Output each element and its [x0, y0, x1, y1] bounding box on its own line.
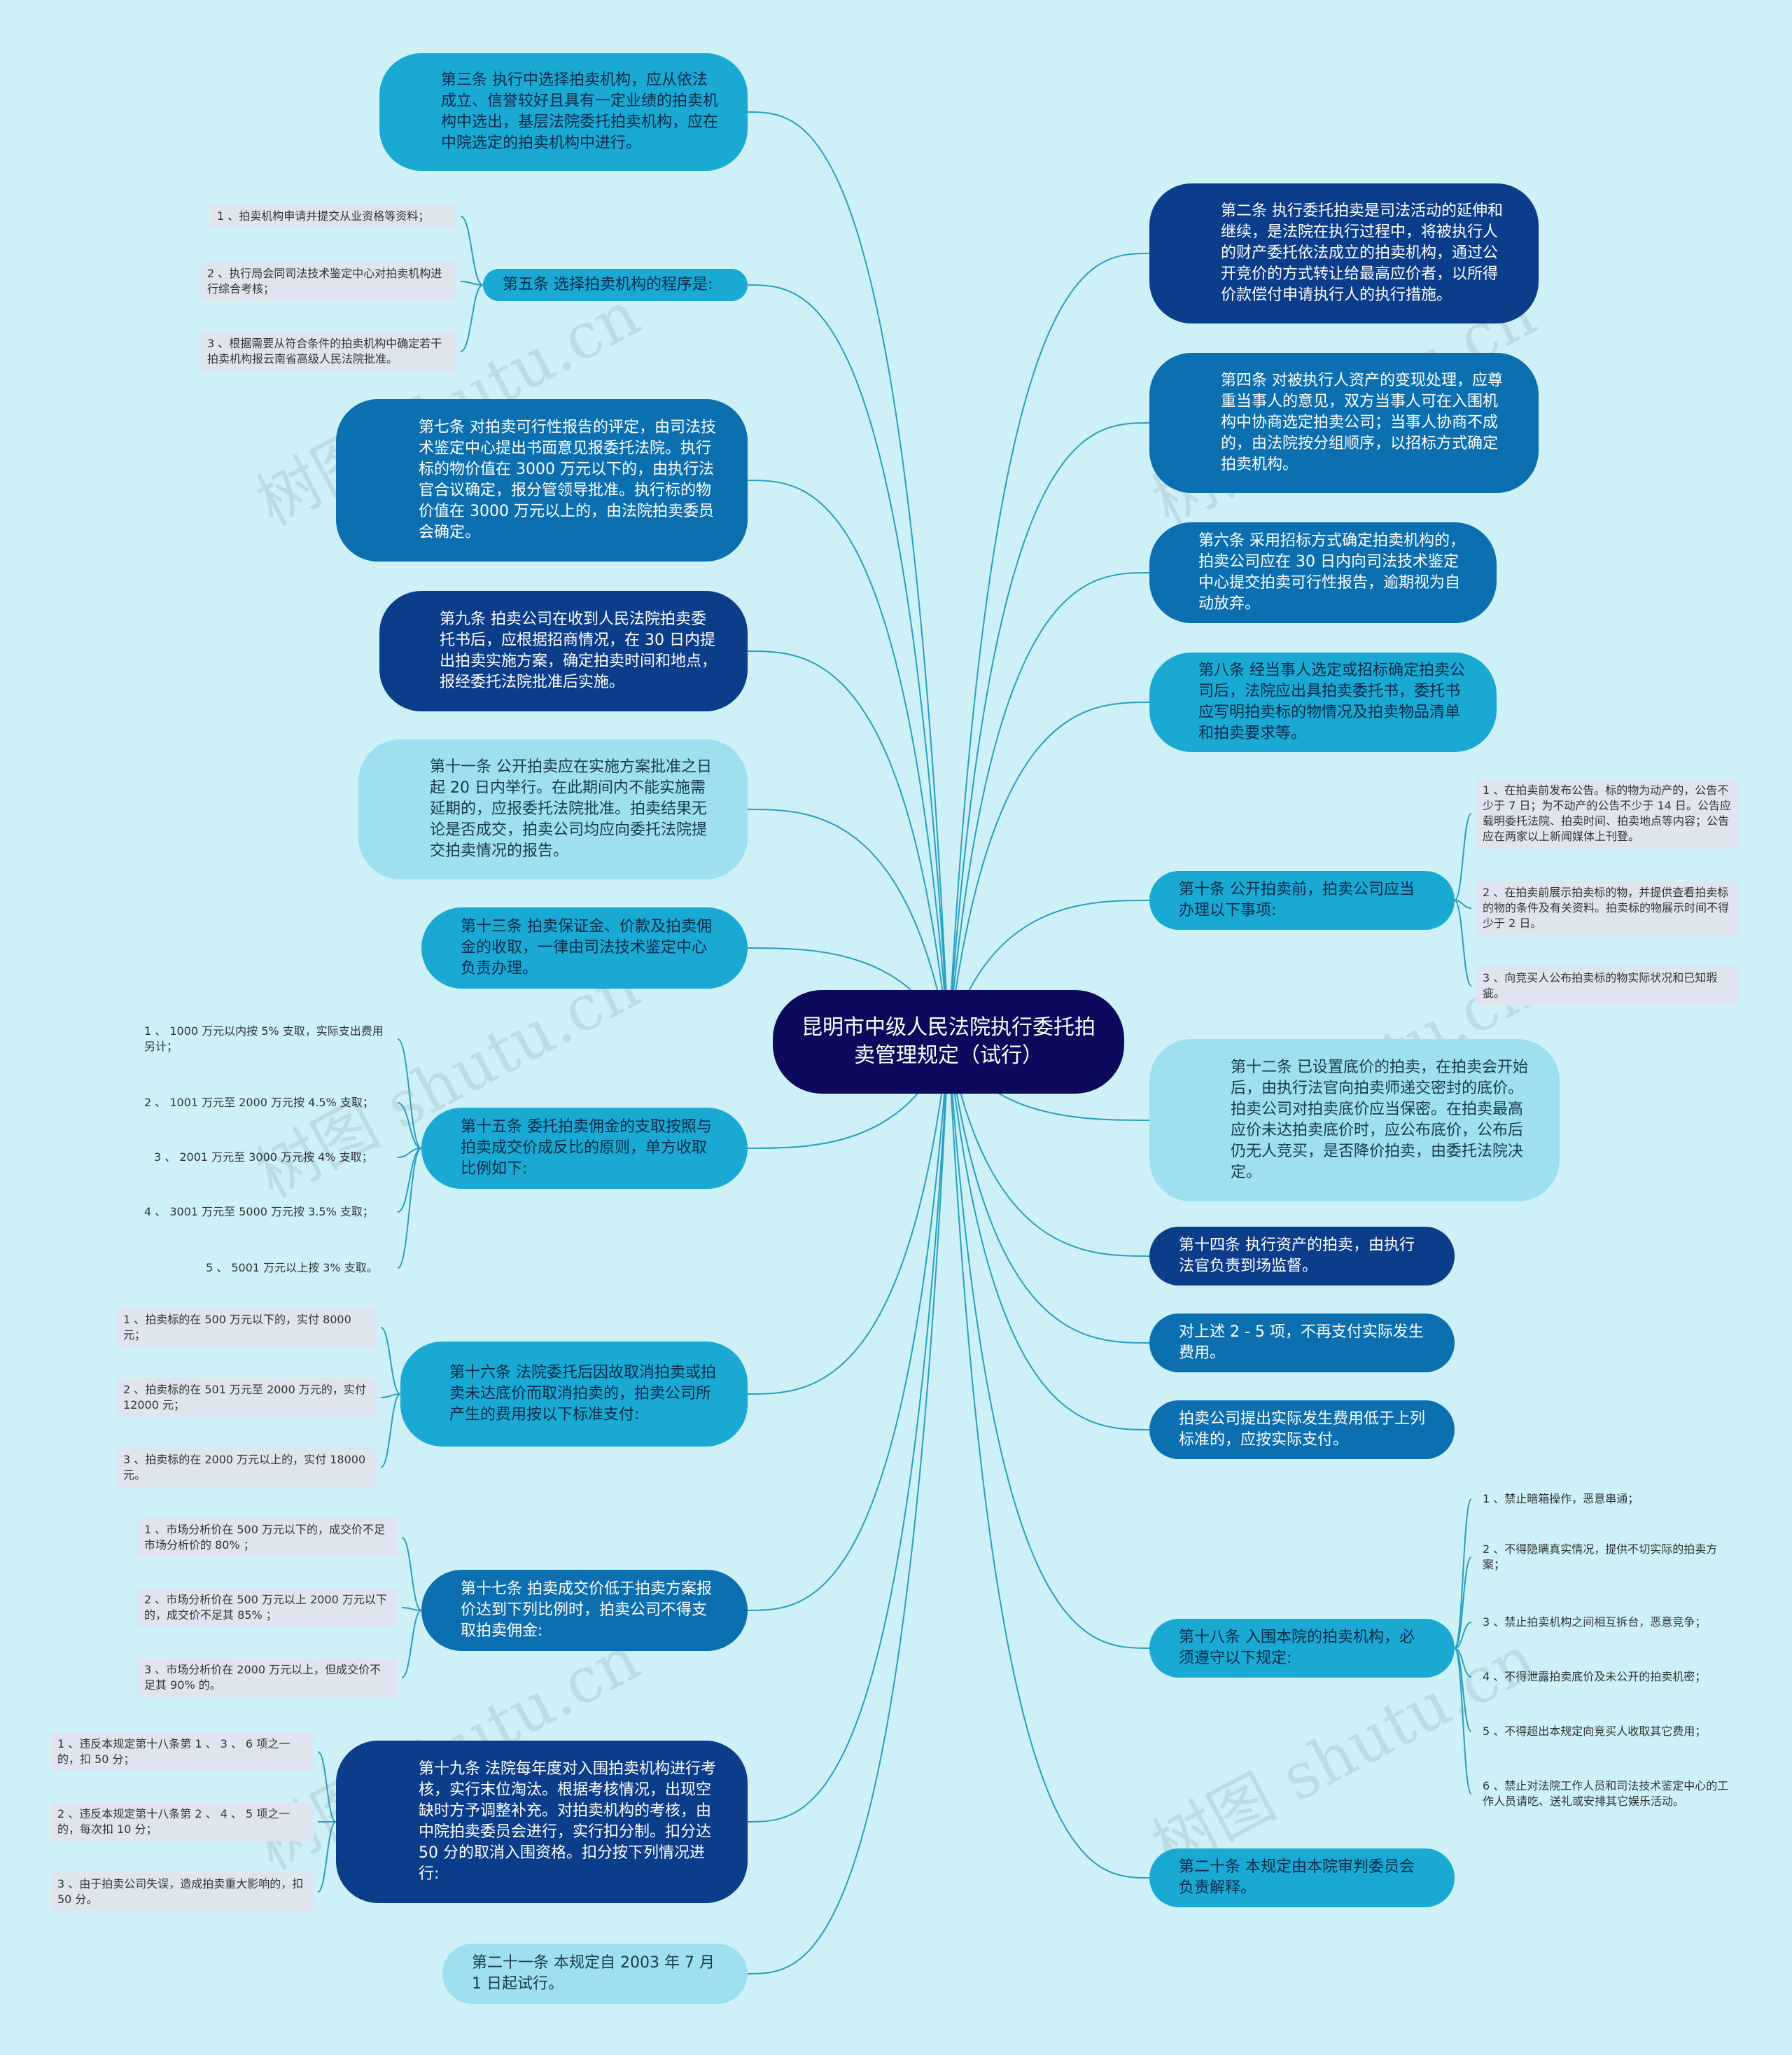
bracket-line: [401, 1610, 422, 1678]
connector-line: [948, 1041, 1150, 1879]
root-topic[interactable]: 昆明市中级人民法院执行委托拍卖管理规定（试行）: [773, 990, 1124, 1094]
subtopic-item[interactable]: 2 、市场分析价在 500 万元以上 2000 万元以下的，成交价不足其 85%…: [137, 1588, 398, 1627]
subtopic-item[interactable]: 1 、违反本规定第十八条第 1 、 3 、 6 项之一的，扣 50 分；: [50, 1732, 314, 1771]
topic-article-11[interactable]: 第十一条 公开拍卖应在实施方案批准之日起 20 日内举行。在此期间内不能实施需延…: [358, 739, 748, 879]
topic-article-10[interactable]: 第十条 公开拍卖前，拍卖公司应当办理以下事项:: [1149, 871, 1455, 930]
topic-article-21[interactable]: 第二十一条 本规定自 2003 年 7 月 1 日起试行。: [442, 1944, 748, 2004]
bracket-line: [380, 1327, 401, 1395]
subtopic-item[interactable]: 1 、拍卖机构申请并提交从业资格等资料；: [210, 204, 456, 228]
subtopic-item[interactable]: 3 、市场分析价在 2000 万元以上，但成交价不足其 90% 的。: [137, 1658, 398, 1697]
bracket-line: [1454, 1498, 1472, 1649]
topic-article-4[interactable]: 第四条 对被执行人资产的变现处理，应尊重当事人的意见，双方当事人可在入围机构中协…: [1149, 353, 1539, 493]
topic-article-7[interactable]: 第七条 对拍卖可行性报告的评定，由司法技术鉴定中心提出书面意见报委托法院。执行标…: [336, 399, 748, 562]
connector-line: [747, 480, 949, 1043]
bracket-line: [1454, 900, 1472, 987]
topic-no-extra-fees[interactable]: 对上述 2 - 5 项，不再支付实际发生费用。: [1149, 1314, 1455, 1372]
subtopic-item[interactable]: 4 、不得泄露拍卖底价及未公开的拍卖机密；: [1483, 1670, 1707, 1683]
topic-article-5[interactable]: 第五条 选择拍卖机构的程序是:: [483, 269, 748, 301]
subtopic-item[interactable]: 2 、拍卖标的在 501 万元至 2000 万元的，实付 12000 元；: [116, 1378, 377, 1417]
subtopic-item[interactable]: 1 、禁止暗箱操作，恶意串通；: [1483, 1492, 1639, 1505]
subtopic-item[interactable]: 3 、拍卖标的在 2000 万元以上的，实付 18000 元。: [116, 1448, 377, 1487]
bracket-line: [401, 1607, 422, 1611]
topic-article-2[interactable]: 第二条 执行委托拍卖是司法活动的延伸和继续，是法院在执行过程中，将被执行人的财产…: [1149, 183, 1539, 323]
topic-article-12[interactable]: 第十二条 已设置底价的拍卖，在拍卖会开始后，由执行法官向拍卖师递交密封的底价。拍…: [1149, 1039, 1560, 1201]
bracket-line: [317, 1821, 337, 1893]
connector-line: [948, 702, 1150, 1043]
bracket-line: [380, 1393, 401, 1398]
subtopic-item[interactable]: 2 、执行局会同司法技术鉴定中心对拍卖机构进行综合考核；: [200, 262, 456, 301]
bracket-line: [397, 1038, 422, 1149]
topic-article-16[interactable]: 第十六条 法院委托后因故取消拍卖或拍卖未达底价而取消拍卖的，拍卖公司所产生的费用…: [400, 1342, 748, 1447]
connector-line: [948, 1041, 1150, 1257]
subtopic-item[interactable]: 2 、在拍卖前展示拍卖标的物，并提供查看拍卖标的物的条件及有关资料。拍卖标的物展…: [1476, 881, 1739, 935]
bracket-line: [380, 1393, 401, 1468]
topic-article-14[interactable]: 第十四条 执行资产的拍卖，由执行法官负责到场监督。: [1149, 1227, 1455, 1286]
topic-article-19[interactable]: 第十九条 法院每年度对入围拍卖机构进行考核，实行末位淘汰。根据考核情况，出现空缺…: [336, 1741, 748, 1903]
bracket-line: [397, 1148, 422, 1158]
bracket-line: [1454, 1648, 1472, 1795]
bracket-line: [1454, 1622, 1472, 1649]
subtopic-item[interactable]: 2 、不得隐瞒真实情况，提供不切实际的拍卖方案；: [1483, 1542, 1718, 1571]
topic-article-3[interactable]: 第三条 执行中选择拍卖机构，应从依法成立、信誉较好且具有一定业绩的拍卖机构中选出…: [379, 53, 748, 171]
subtopic-item[interactable]: 3 、向竞买人公布拍卖标的物实际状况和已知瑕疵。: [1476, 966, 1739, 1005]
bracket-line: [1454, 1556, 1472, 1649]
connector-line: [747, 809, 949, 1043]
connector-line: [747, 284, 949, 1043]
connector-line: [747, 1041, 949, 1611]
topic-article-13[interactable]: 第十三条 拍卖保证金、价款及拍卖佣金的收取，一律由司法技术鉴定中心负责办理。: [421, 907, 748, 989]
connector-line: [948, 422, 1150, 1043]
connector-line: [948, 1041, 1150, 1344]
topic-article-17[interactable]: 第十七条 拍卖成交价低于拍卖方案报价达到下列比例时，拍卖公司不得支取拍卖佣金:: [421, 1570, 748, 1651]
connector-line: [747, 650, 949, 1043]
topic-article-15[interactable]: 第十五条 委托拍卖佣金的支取按照与拍卖成交价成反比的原则，单方收取比例如下:: [421, 1108, 748, 1189]
subtopic-item[interactable]: 1 、拍卖标的在 500 万元以下的，实付 8000 元；: [116, 1308, 377, 1347]
subtopic-item[interactable]: 3 、 2001 万元至 3000 万元按 4% 支取；: [154, 1150, 373, 1164]
subtopic-item[interactable]: 5 、 5001 万元以上按 3% 支取。: [206, 1261, 378, 1274]
bracket-line: [460, 216, 484, 286]
topic-article-6[interactable]: 第六条 采用招标方式确定拍卖机构的，拍卖公司应在 30 日内向司法技术鉴定中心提…: [1149, 522, 1497, 623]
bracket-line: [397, 1148, 422, 1269]
subtopic-item[interactable]: 4 、 3001 万元至 5000 万元按 3.5% 支取；: [144, 1205, 374, 1218]
topic-actual-costs[interactable]: 拍卖公司提出实际发生费用低于上列标准的，应按实际支付。: [1149, 1400, 1455, 1459]
bracket-line: [1454, 900, 1472, 909]
connector-line: [747, 1041, 949, 1974]
subtopic-item[interactable]: 3 、根据需要从符合条件的拍卖机构中确定若干拍卖机构报云南省高级人民法院批准。: [200, 332, 456, 371]
topic-article-20[interactable]: 第二十条 本规定由本院审判委员会负责解释。: [1149, 1848, 1455, 1907]
bracket-line: [317, 1751, 337, 1823]
bracket-line: [1454, 813, 1472, 901]
topic-article-9[interactable]: 第九条 拍卖公司在收到人民法院拍卖委托书后，应根据招商情况，在 30 日内提出拍…: [379, 591, 748, 711]
topic-article-18[interactable]: 第十八条 入围本院的拍卖机构，必须遵守以下规定:: [1149, 1619, 1455, 1678]
subtopic-item[interactable]: 5 、不得超出本规定向竞买人收取其它费用；: [1483, 1725, 1707, 1738]
connector-line: [747, 1041, 949, 1823]
bracket-line: [397, 1148, 422, 1213]
subtopic-item[interactable]: 2 、违反本规定第十八条第 2 、 4 、 5 项之一的，每次扣 10 分；: [50, 1802, 314, 1841]
subtopic-item[interactable]: 1 、在拍卖前发布公告。标的物为动产的，公告不少于 7 日；为不动产的公告不少于…: [1476, 779, 1739, 849]
subtopic-item[interactable]: 1 、 1000 万元以内按 5% 支取，实际支出费用另计；: [144, 1024, 384, 1053]
connector-line: [747, 111, 949, 1043]
connector-line: [948, 1041, 1150, 1649]
subtopic-item[interactable]: 6 、禁止对法院工作人员和司法技术鉴定中心的工作人员请吃、送礼或安排其它娱乐活动…: [1483, 1779, 1729, 1808]
connector-line: [747, 1041, 949, 1395]
connector-line: [948, 572, 1150, 1043]
topic-article-8[interactable]: 第八条 经当事人选定或招标确定拍卖公司后，法院应出具拍卖委托书，委托书应写明拍卖…: [1149, 653, 1497, 752]
bracket-line: [460, 284, 484, 352]
subtopic-item[interactable]: 1 、市场分析价在 500 万元以下的，成交价不足市场分析价的 80% ；: [137, 1518, 398, 1557]
subtopic-item[interactable]: 3 、禁止拍卖机构之间相互拆台，恶意竞争；: [1483, 1615, 1707, 1629]
subtopic-item[interactable]: 2 、 1001 万元至 2000 万元按 4.5% 支取；: [144, 1096, 374, 1109]
bracket-line: [460, 281, 484, 286]
bracket-line: [401, 1537, 422, 1611]
connector-line: [948, 1041, 1150, 1430]
bracket-line: [397, 1102, 422, 1149]
connector-line: [948, 253, 1150, 1043]
subtopic-item[interactable]: 3 、由于拍卖公司失误，造成拍卖重大影响的，扣 50 分。: [50, 1872, 314, 1911]
